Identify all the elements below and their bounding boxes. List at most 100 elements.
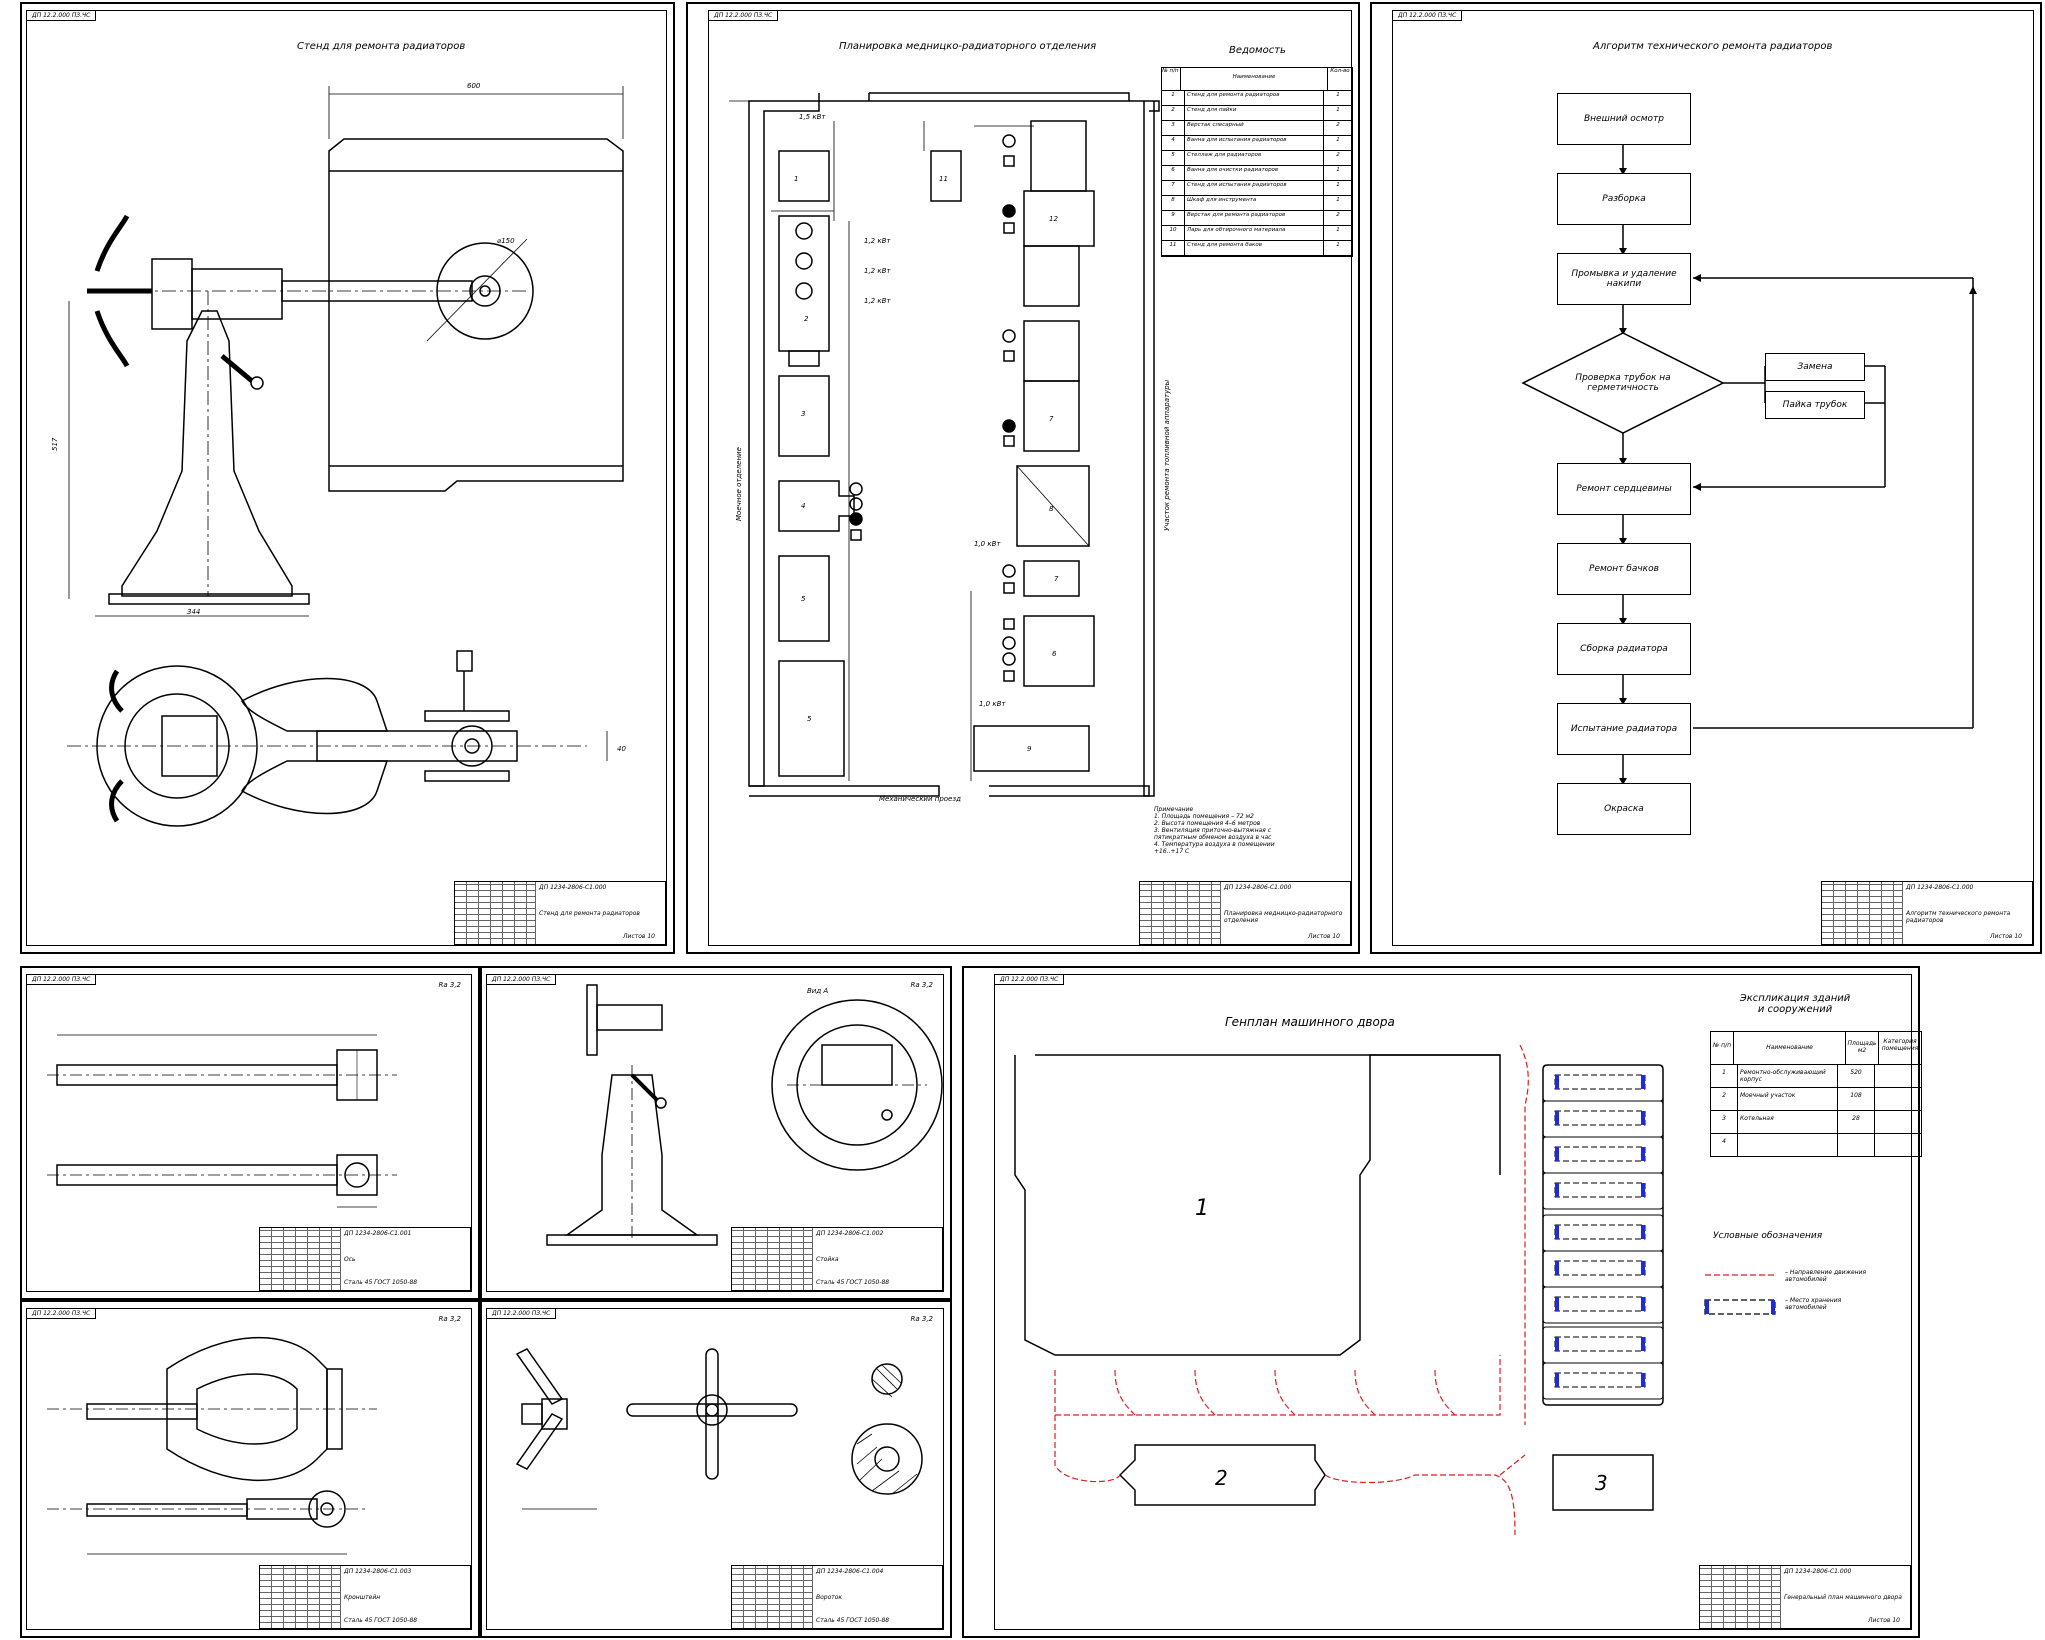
drawing-name: Кронштейн bbox=[344, 1593, 381, 1601]
sheet-code: ДП 12.2.000 ПЗ.ЧС bbox=[27, 975, 97, 985]
table-cell: 10 bbox=[1162, 226, 1185, 240]
drawing-number: ДП 1234-2806-С1.002 bbox=[816, 1230, 884, 1237]
site-plan-drawing: 1 2 3 bbox=[1014, 1044, 1776, 1536]
legend-title: Условные обозначения bbox=[1713, 1231, 1823, 1241]
power-label: 1,2 кВт bbox=[864, 267, 891, 275]
parking-slot bbox=[1554, 1224, 1646, 1240]
drawing-name: Стойка bbox=[816, 1255, 839, 1263]
parking-slot-end bbox=[1641, 1147, 1645, 1161]
sheet-frame: ДП 12.2.000 ПЗ.ЧС Ra 3,2 Вид А ДП 1234-2… bbox=[486, 974, 944, 1292]
building-2: 2 bbox=[1215, 1466, 1228, 1490]
material: Сталь 45 ГОСТ 1050-88 bbox=[816, 1617, 890, 1624]
step-disassembly: Разборка bbox=[1557, 173, 1691, 225]
drawing-name: Вороток bbox=[816, 1593, 843, 1601]
table-cell bbox=[1838, 1134, 1875, 1156]
drawing-number: ДП 1234-2806-С1.004 bbox=[816, 1568, 884, 1575]
table-header: Кол-во bbox=[1330, 68, 1350, 74]
parking-slot-end bbox=[1555, 1297, 1559, 1311]
material: Сталь 45 ГОСТ 1050-88 bbox=[344, 1279, 418, 1286]
table-cell: 8 bbox=[1162, 196, 1185, 210]
corridor-label: Механический проезд bbox=[879, 795, 961, 803]
table-cell: 1 bbox=[1336, 182, 1340, 188]
table-header: Площадь м2 bbox=[1846, 1032, 1879, 1064]
table-cell: Ванна для испытания радиаторов bbox=[1185, 136, 1324, 150]
drawing-name: Стенд для ремонта радиаторов bbox=[539, 909, 640, 917]
title-block: ДП 1234-2806-С1.002 Стойка Сталь 45 ГОСТ… bbox=[731, 1227, 943, 1291]
post-drawing bbox=[546, 984, 943, 1246]
drawing-name: Планировка медницко-радиаторного отделен… bbox=[1224, 909, 1343, 924]
table-cell: 2 bbox=[1336, 122, 1340, 128]
sheet-frame: ДП 12.2.000 ПЗ.ЧС Стенд для ремонта ради… bbox=[26, 10, 667, 946]
table-cell: 1 bbox=[1336, 167, 1340, 173]
parking-slot-end bbox=[1555, 1111, 1559, 1125]
parking-slot bbox=[1554, 1110, 1646, 1126]
sheet-post: ДП 12.2.000 ПЗ.ЧС Ra 3,2 Вид А ДП 1234-2… bbox=[480, 966, 952, 1300]
sheet-code: ДП 12.2.000 ПЗ.ЧС bbox=[487, 1309, 557, 1319]
sheet-code: ДП 12.2.000 ПЗ.ЧС bbox=[487, 975, 557, 985]
roughness: Ra 3,2 bbox=[910, 981, 933, 989]
eq-label: 9 bbox=[1027, 745, 1032, 753]
sheet-code: ДП 12.2.000 ПЗ.ЧС bbox=[995, 975, 1065, 985]
table-cell: 1 bbox=[1336, 242, 1340, 248]
eq-label: 7 bbox=[1054, 575, 1059, 583]
sheets-count: Листов 10 bbox=[623, 933, 655, 940]
eq-label: 12 bbox=[1049, 215, 1058, 223]
power-label: 1,2 кВт bbox=[864, 237, 891, 245]
parking-slot-end bbox=[1555, 1373, 1559, 1387]
power-label: 1,5 кВт bbox=[799, 113, 826, 121]
table-cell: 108 bbox=[1838, 1088, 1875, 1110]
table-cell: Ремонтно-обслуживающий корпус bbox=[1738, 1065, 1838, 1087]
drawing-name: Алгоритм технического ремонта радиаторов bbox=[1906, 909, 2011, 924]
sheet-code: ДП 12.2.000 ПЗ.ЧС bbox=[709, 11, 779, 21]
sheet-frame: ДП 12.2.000 ПЗ.ЧС Алгоритм технического … bbox=[1392, 10, 2034, 946]
eq-label: 6 bbox=[1052, 650, 1057, 658]
step-tank-repair: Ремонт бачков bbox=[1557, 543, 1691, 595]
parking-slot bbox=[1554, 1146, 1646, 1162]
sheet-title: Стенд для ремонта радиаторов bbox=[297, 41, 466, 52]
table-cell: Стеллаж для радиаторов bbox=[1185, 151, 1324, 165]
parking-slot-end bbox=[1555, 1075, 1559, 1089]
legend-direction: – Направление движения автомобилей bbox=[1785, 1269, 1867, 1283]
parking-slot-end bbox=[1555, 1337, 1559, 1351]
eq-label: 3 bbox=[801, 410, 805, 418]
dim-600: 600 bbox=[467, 82, 481, 90]
sheet-title: Алгоритм технического ремонта радиаторов bbox=[1593, 41, 1833, 52]
table-cell: Ларь для обтирочного материала bbox=[1185, 226, 1324, 240]
table-header: Наименование bbox=[1181, 68, 1328, 90]
wall-right-label: Участок ремонта топливной аппаратуры bbox=[1163, 379, 1171, 531]
sheet-frame: ДП 12.2.000 ПЗ.ЧС Ra 3,2 ДП 1234-2806-С1… bbox=[26, 974, 472, 1292]
step-testing: Испытание радиатора bbox=[1557, 703, 1691, 755]
parking-slot-end bbox=[1641, 1261, 1645, 1275]
sheets-count: Листов 10 bbox=[1308, 933, 1340, 940]
title-block: ДП 1234-2806-С1.000 Алгоритм техническог… bbox=[1821, 881, 2033, 945]
table-cell: 1 bbox=[1336, 197, 1340, 203]
table-cell: 2 bbox=[1711, 1088, 1738, 1110]
sheet-code: ДП 12.2.000 ПЗ.ЧС bbox=[27, 1309, 97, 1319]
roughness: Ra 3,2 bbox=[910, 1315, 933, 1323]
sheet-wrench: ДП 12.2.000 ПЗ.ЧС Ra 3,2 ДП bbox=[480, 1300, 952, 1638]
parking-slot bbox=[1554, 1296, 1646, 1312]
step-flush: Промывка и удаление накипи bbox=[1557, 253, 1691, 305]
parking-slot-end bbox=[1641, 1183, 1645, 1197]
table-header: Категория помещения bbox=[1881, 1038, 1919, 1052]
building-1: 1 bbox=[1195, 1196, 1209, 1221]
step-check: Проверка трубок на герметичность bbox=[1575, 373, 1671, 393]
parking-slot-end bbox=[1555, 1261, 1559, 1275]
table-cell: Стенд для пайки bbox=[1185, 106, 1324, 120]
building-3: 3 bbox=[1595, 1471, 1608, 1495]
table-cell: Ванна для очистки радиаторов bbox=[1185, 166, 1324, 180]
sheet-title: Генплан машинного двора bbox=[1225, 1015, 1395, 1029]
title-block: ДП 1234-2806-С1.000 Стенд для ремонта ра… bbox=[454, 881, 666, 945]
explication-title: Экспликация зданий и сооружений bbox=[1739, 993, 1851, 1015]
table-cell: 2 bbox=[1162, 106, 1185, 120]
sheet-frame: ДП 12.2.000 ПЗ.ЧС Ra 3,2 ДП bbox=[486, 1308, 944, 1630]
sheets-count: Листов 10 bbox=[1868, 1617, 1900, 1624]
parking-slot bbox=[1554, 1260, 1646, 1276]
